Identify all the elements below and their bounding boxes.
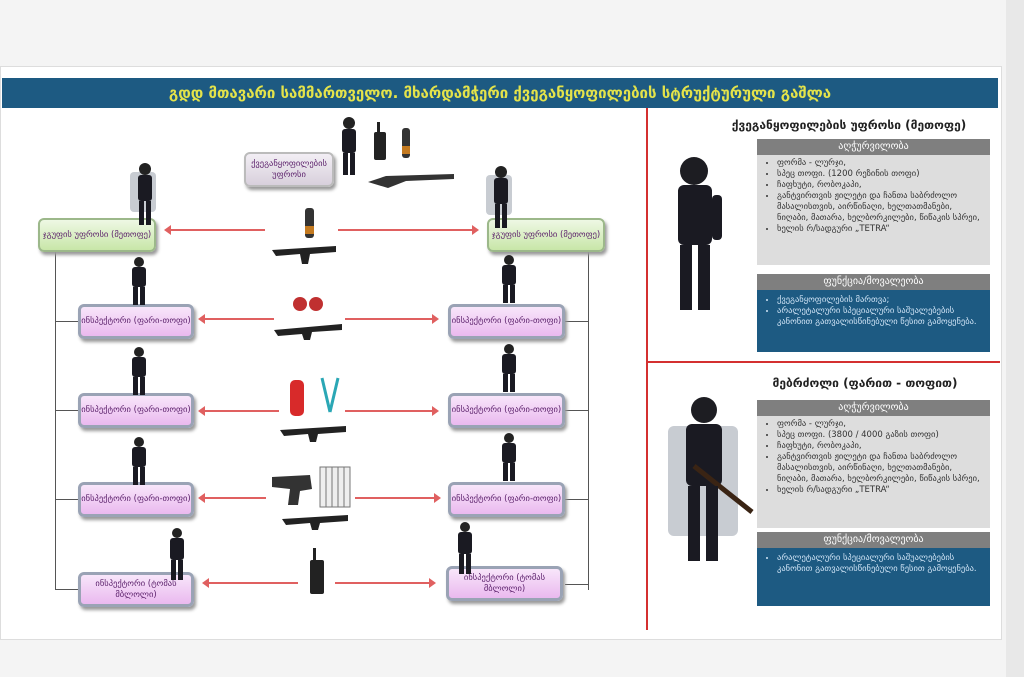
panel1-function-list: ქვეგანყოფილების მართვა; არალეტალური სპეც…	[757, 290, 990, 352]
group-leader-left-box: ჯგუფის უფროსი (მეთოფე)	[38, 218, 156, 252]
radio-icon	[310, 548, 324, 594]
arrow-right	[345, 314, 439, 324]
equipment-item: ფორმა - ლურჯი,	[777, 158, 984, 169]
soldier-icon	[170, 528, 184, 580]
soldier-shield-icon	[486, 166, 512, 228]
equipment-item: განტვირთვის ჟილეტი და ჩანთა საბრძოლო მას…	[777, 191, 984, 224]
divider-vertical	[646, 108, 648, 630]
slide-title: გდდ მთავარი სამმართველო. მხარდამჭერი ქვე…	[2, 78, 998, 108]
soldier-icon	[132, 347, 146, 395]
fighter-figure-icon	[668, 397, 754, 561]
commander-figure-icon	[678, 157, 722, 310]
equipment-item: ხელის რ/სადგური „TETRA“	[777, 485, 984, 496]
function-item: არალეტალური სპეციალური საშუალებების კანო…	[777, 553, 984, 575]
inspector-label: ინსპექტორი (ტომას მბლოლი)	[463, 572, 546, 594]
spray-and-gun-icon	[272, 208, 336, 264]
grenades-and-gun-icon	[274, 297, 342, 340]
arrow-left	[198, 493, 266, 503]
connector	[565, 499, 588, 500]
inspector-box: ინსპექტორი (ფარი-თოფი)	[448, 393, 565, 428]
panel1-function-header: ფუნქცია/მოვალეობა	[757, 274, 990, 290]
soldier-shield-icon	[130, 163, 156, 225]
connector	[55, 499, 79, 500]
inspector-box: ინსპექტორი (ფარი-თოფი)	[448, 482, 565, 517]
equipment-item: ხელის რ/სადგური „TETRA“	[777, 224, 984, 235]
function-item: არალეტალური სპეციალური საშუალებების კანო…	[777, 306, 984, 328]
panel2-function-list: არალეტალური სპეციალური საშუალებების კანო…	[757, 548, 990, 606]
function-item: ქვეგანყოფილების მართვა;	[777, 295, 984, 306]
inspector-label: ინსპექტორი (ფარი-თოფი)	[451, 494, 562, 504]
taser-cage-gun-icon	[272, 466, 351, 530]
soldier-icon	[458, 522, 472, 574]
inspector-box: ინსპექტორი (ფარი-თოფი)	[78, 393, 194, 428]
inspector-label: ინსპექტორი (ფარი-თოფი)	[451, 316, 562, 326]
connector	[55, 321, 79, 322]
inspector-label: ინსპექტორი (ტომას მბლოლი)	[95, 578, 177, 600]
connector	[565, 321, 588, 322]
divider-horizontal	[648, 361, 1000, 363]
panel2-function-header: ფუნქცია/მოვალეობა	[757, 532, 990, 548]
connector-left	[55, 252, 56, 590]
soldier-icon	[342, 117, 356, 175]
connector	[565, 410, 588, 411]
soldier-icon	[502, 433, 516, 481]
chief-box: ქვეგანყოფილების უფროსი	[244, 152, 334, 187]
arrow-left	[198, 314, 274, 324]
panel2-equipment-header: აღჭურვილობა	[757, 400, 990, 416]
inspector-label: ინსპექტორი (ფარი-თოფი)	[81, 494, 191, 504]
panel2-equipment-list: ფორმა - ლურჯი, სპეც თოფი. (3800 / 4000 გ…	[757, 416, 990, 528]
equipment-item: სპეც თოფი. (3800 / 4000 გაზის თოფი)	[777, 430, 984, 441]
panel1-equipment-list: ფორმა - ლურჯი, სპეც თოფი. (1200 რეზინის …	[757, 155, 990, 265]
arrow-left	[164, 225, 265, 235]
equipment-item: სპეც თოფი. (1200 რეზინის თოფი)	[777, 169, 984, 180]
arrow-left	[198, 406, 279, 416]
inspector-box: ინსპექტორი (ტომას მბლოლი)	[446, 566, 563, 601]
soldier-icon	[502, 255, 516, 303]
connector	[55, 410, 79, 411]
group-leader-label: ჯგუფის უფროსი (მეთოფე)	[491, 229, 601, 240]
panel1-title: ქვეგანყოფილების უფროსი (მეთოფე)	[731, 118, 967, 132]
inspector-box: ინსპექტორი (ფარი-თოფი)	[78, 482, 194, 517]
equipment-item: ფორმა - ლურჯი,	[777, 419, 984, 430]
radio-and-spray-icon	[374, 122, 410, 160]
side-strip	[1006, 0, 1024, 677]
arrow-right	[345, 406, 439, 416]
arrow-right	[338, 225, 479, 235]
equipment-item: ჩაფხუტი, რობოკაპი,	[777, 441, 984, 452]
arrow-right	[355, 493, 441, 503]
extinguisher-cutter-gun-icon	[280, 377, 346, 442]
arrow-right	[335, 578, 436, 588]
soldier-icon	[132, 437, 146, 485]
inspector-box: ინსპექტორი (ფარი-თოფი)	[78, 304, 194, 339]
panel1-equipment-header: აღჭურვილობა	[757, 139, 990, 155]
shotgun-icon	[368, 174, 454, 188]
equipment-item: განტვირთვის ჟილეტი და ჩანთა საბრძოლო მას…	[777, 452, 984, 485]
arrow-left	[202, 578, 298, 588]
soldier-icon	[502, 344, 516, 392]
inspector-box: ინსპექტორი (ფარი-თოფი)	[448, 304, 565, 339]
inspector-label: ინსპექტორი (ფარი-თოფი)	[81, 405, 191, 415]
connector-right	[588, 252, 589, 590]
inspector-label: ინსპექტორი (ფარი-თოფი)	[81, 316, 191, 326]
group-leader-label: ჯგუფის უფროსი (მეთოფე)	[42, 229, 152, 240]
chief-label: ქვეგანყოფილების უფროსი	[251, 158, 327, 180]
inspector-box: ინსპექტორი (ტომას მბლოლი)	[78, 572, 194, 607]
connector	[565, 584, 588, 585]
panel2-title: მებრძოლი (ფარით - თოფით)	[772, 376, 958, 390]
inspector-label: ინსპექტორი (ფარი-თოფი)	[451, 405, 562, 415]
equipment-item: ჩაფხუტი, რობოკაპი,	[777, 180, 984, 191]
soldier-icon	[132, 257, 146, 305]
connector	[55, 589, 79, 590]
